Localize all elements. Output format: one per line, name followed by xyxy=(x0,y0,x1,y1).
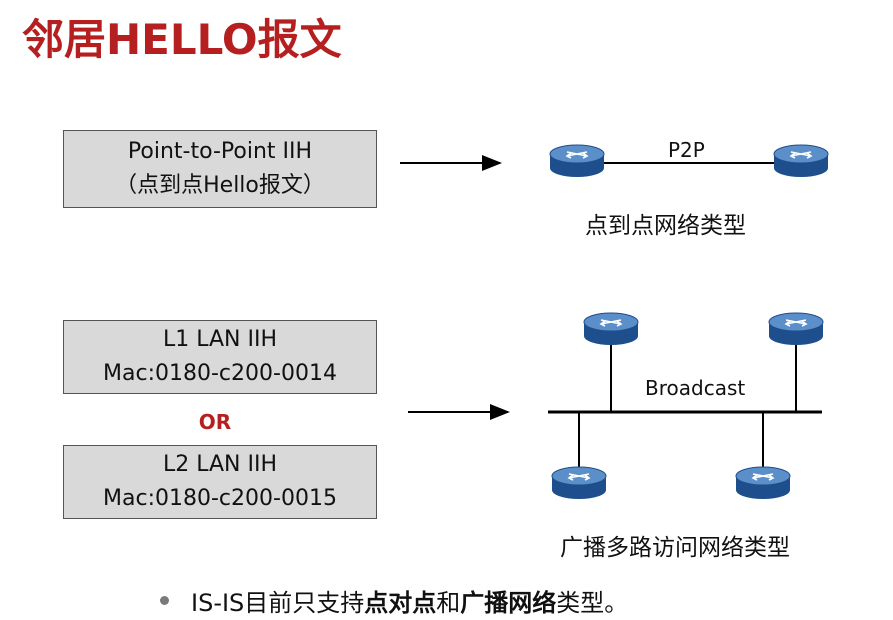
broadcast-link-label: Broadcast xyxy=(645,376,746,400)
router-icon xyxy=(735,466,791,500)
bullet-text-bold: 点对点 xyxy=(364,589,437,617)
l2-lan-iih-box: L2 LAN IIH Mac:0180-c200-0015 xyxy=(63,445,377,519)
bullet-text: IS-IS目前只支持 xyxy=(191,589,365,617)
broadcast-network-caption: 广播多路访问网络类型 xyxy=(560,535,790,561)
l1-lan-iih-mac: Mac:0180-c200-0014 xyxy=(103,361,337,386)
bullet-text: 和 xyxy=(436,589,461,617)
p2p-network-caption: 点到点网络类型 xyxy=(585,213,746,239)
router-icon xyxy=(583,312,639,346)
p2p-iih-name: Point-to-Point IIH xyxy=(127,139,313,164)
p2p-iih-desc: （点到点Hello报文） xyxy=(115,173,325,198)
router-icon xyxy=(768,312,824,346)
router-icon xyxy=(551,466,607,500)
l2-lan-iih-name: L2 LAN IIH xyxy=(162,452,278,477)
or-label: OR xyxy=(198,410,232,434)
bullet-icon xyxy=(160,596,169,605)
router-icon xyxy=(773,144,829,178)
p2p-link-label: P2P xyxy=(668,138,705,162)
router-icon xyxy=(549,144,605,178)
page-title: 邻居HELLO报文 xyxy=(22,15,342,64)
bullet-text-bold: 广播网络 xyxy=(460,589,557,617)
l1-lan-iih-box: L1 LAN IIH Mac:0180-c200-0014 xyxy=(63,320,377,394)
bullet-point: IS-IS目前只支持点对点和广播网络类型。 xyxy=(160,583,628,618)
p2p-iih-box: Point-to-Point IIH （点到点Hello报文） xyxy=(63,130,377,208)
l1-lan-iih-name: L1 LAN IIH xyxy=(162,327,278,352)
bullet-text: 类型。 xyxy=(556,589,629,617)
l2-lan-iih-mac: Mac:0180-c200-0015 xyxy=(103,486,337,511)
